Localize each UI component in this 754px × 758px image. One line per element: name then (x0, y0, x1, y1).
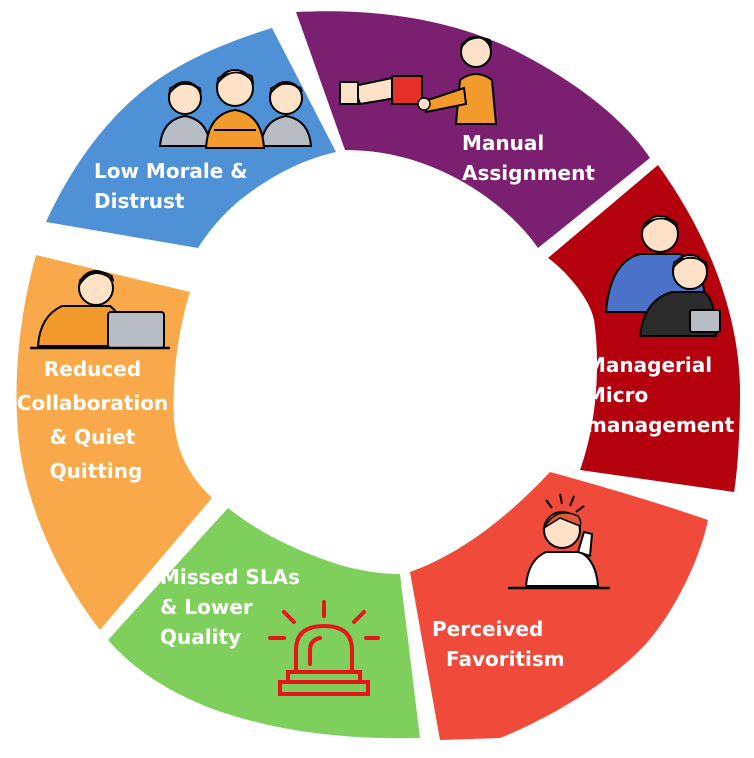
label-line: Quitting (50, 459, 143, 483)
label-line: Reduced (44, 357, 141, 381)
label-line: & Quiet (50, 425, 136, 449)
label-manual-assignment: Manual Assignment (462, 131, 595, 185)
label-line: Favoritism (446, 647, 565, 671)
label-managerial-micromanagement: Managerial Micro management (586, 353, 735, 437)
label-missed-slas: Missed SLAs & Lower Quality (160, 565, 307, 649)
handing-over-icon (339, 36, 498, 125)
label-line: management (586, 413, 735, 437)
label-line: Assignment (462, 161, 595, 185)
label-line: Low Morale & (94, 159, 248, 183)
label-line: Perceived (432, 617, 543, 641)
label-line: Distrust (94, 189, 185, 213)
manager-watching-icon (604, 215, 721, 337)
unhappy-team-icon (158, 69, 313, 149)
label-line: Manual (462, 131, 544, 155)
alarm-siren-icon (268, 600, 380, 696)
label-line: Collaboration (17, 391, 168, 415)
segment-perceived-favoritism (410, 472, 708, 740)
segment-manual-assignment (296, 11, 650, 248)
label-perceived-favoritism: Perceived Favoritism (432, 617, 565, 671)
label-line: Missed SLAs (160, 565, 300, 589)
label-line: Micro (586, 383, 648, 407)
label-line: Managerial (586, 353, 712, 377)
label-line: Quality (160, 625, 241, 649)
label-low-morale: Low Morale & Distrust (94, 159, 255, 213)
label-reduced-collaboration: Reduced Collaboration & Quiet Quitting (17, 357, 175, 483)
frustrated-person-icon (508, 493, 610, 590)
person-at-laptop-icon (30, 270, 170, 350)
label-line: & Lower (160, 595, 253, 619)
